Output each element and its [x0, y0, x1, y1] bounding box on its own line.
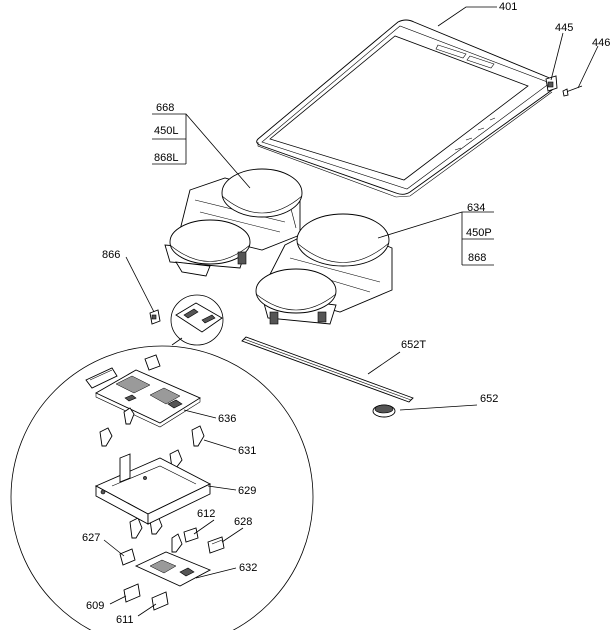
label-450L: 450L: [154, 125, 178, 137]
bracket-445: [545, 75, 558, 92]
label-668: 668: [156, 102, 174, 114]
connector-612: [183, 527, 199, 543]
label-868L: 868L: [154, 152, 178, 164]
label-636: 636: [218, 413, 236, 425]
sensor-cable-652T: [241, 336, 414, 403]
label-611: 611: [116, 614, 134, 626]
label-401: 401: [499, 1, 517, 13]
support-bracket-629: [94, 453, 212, 525]
sensor-disc-652: [372, 404, 396, 418]
label-446: 446: [592, 37, 610, 49]
connector-627: [119, 548, 136, 566]
clip-set: [99, 407, 205, 553]
label-609: 609: [86, 600, 104, 612]
label-612: 612: [197, 508, 215, 520]
label-627: 627: [82, 532, 100, 544]
label-868: 868: [468, 252, 486, 264]
right-hob-module: [255, 213, 393, 325]
label-632: 632: [239, 562, 257, 574]
label-634: 634: [467, 202, 485, 214]
board-632: [134, 551, 212, 587]
left-hob-module: [164, 168, 303, 277]
label-629: 629: [238, 485, 256, 497]
connector-609: [123, 583, 141, 603]
label-866: 866: [102, 249, 120, 261]
label-445: 445: [555, 22, 573, 34]
detail-callout-large: [10, 337, 314, 630]
part-labels: 401 445 446 668 450L 868L 634 450P 868 8…: [82, 1, 610, 626]
connector-866: [149, 309, 161, 325]
connector-611: [151, 591, 169, 611]
screw-446: [562, 85, 583, 97]
leader-lines: [103, 6, 599, 617]
label-631: 631: [238, 445, 256, 457]
glass-top-frame: [256, 19, 556, 198]
connectors-top: [85, 354, 161, 389]
label-450P: 450P: [466, 227, 492, 239]
control-board-636: [95, 369, 201, 428]
label-652T: 652T: [401, 339, 426, 351]
label-628: 628: [234, 516, 252, 528]
label-652: 652: [480, 393, 498, 405]
detail-callout-small: [170, 294, 224, 346]
connector-628: [207, 536, 225, 554]
